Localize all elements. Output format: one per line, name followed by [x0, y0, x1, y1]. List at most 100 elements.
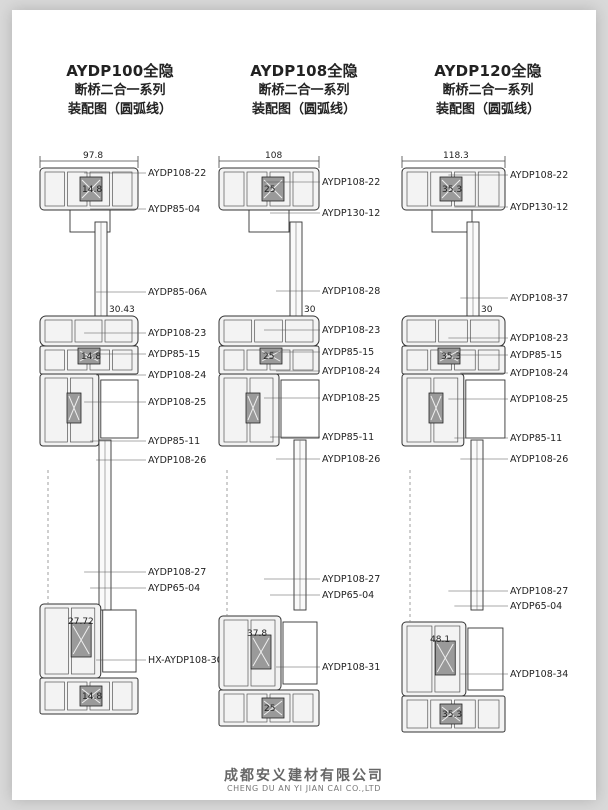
transom-profile	[39, 315, 139, 347]
part-label: AYDP108-24	[510, 368, 568, 379]
lower-glass-pane	[98, 439, 112, 611]
screen-thermal-break	[245, 392, 261, 424]
part-label: AYDP130-12	[510, 202, 568, 213]
head-thermal-break-strip	[441, 179, 461, 199]
transom-profile	[401, 315, 506, 347]
sill-frame-thermal-break-strip	[263, 700, 283, 716]
sill-frame-profile-chamber	[112, 681, 133, 711]
transom-profile-chamber	[469, 319, 500, 343]
sill-sash-profile	[218, 615, 282, 691]
head-thermal-break	[261, 176, 285, 202]
head-frame-profile-chamber	[112, 171, 133, 207]
sill-frame-thermal-break-strip	[441, 706, 461, 722]
sash-top-profile-chamber	[112, 349, 133, 371]
lower-glass-pane	[293, 439, 307, 611]
dimension-sash-break: 25	[263, 352, 274, 362]
drawing-sheet	[12, 10, 596, 800]
sill-sash-profile-outline	[401, 621, 467, 697]
part-label: AYDP108-34	[510, 669, 568, 680]
sash-top-profile-chamber	[292, 349, 314, 371]
part-label: AYDP108-27	[148, 567, 206, 578]
drawing-title: 装配图（圆弧线）	[67, 102, 172, 117]
part-label: AYDP108-27	[322, 574, 380, 585]
dimension-transom-offset: 30.43	[109, 305, 135, 315]
dimension-sash-break: 35.3	[441, 352, 461, 362]
transom-profile-outline	[218, 315, 320, 347]
head-thermal-break	[439, 176, 463, 202]
part-label: AYDP85-15	[148, 349, 200, 360]
dimension-overall-width: 108	[265, 151, 282, 161]
sill-thermal-break-strip	[252, 637, 270, 667]
part-label: AYDP108-26	[322, 454, 380, 465]
dimension-break-width: 25	[264, 185, 275, 195]
transom-profile-outline	[39, 315, 139, 347]
drawing-title: 装配图（圆弧线）	[251, 102, 356, 117]
sill-frame-profile-chamber	[223, 693, 245, 723]
sash-top-profile-chamber	[223, 349, 245, 371]
sill-outer-profile	[467, 627, 504, 691]
part-label: AYDP108-24	[148, 370, 206, 381]
screen-thermal-break	[428, 392, 444, 424]
column-title-2: AYDP108全隐 断桥二合一系列 装配图（圆弧线）	[214, 62, 394, 119]
screen-thermal-break-strip	[68, 395, 80, 421]
sill-thermal-break	[70, 622, 92, 658]
drawing-title: 装配图（圆弧线）	[435, 102, 540, 117]
sill-sash-profile	[401, 621, 467, 697]
part-label: AYDP85-15	[322, 347, 374, 358]
sill-sash-profile-chamber	[44, 607, 69, 675]
column-title-1: AYDP100全隐 断桥二合一系列 装配图（圆弧线）	[30, 62, 210, 119]
part-label: AYDP108-28	[322, 286, 380, 297]
upper-glass-pane	[94, 221, 108, 323]
head-frame-profile-chamber	[292, 171, 314, 207]
sill-frame-thermal-break	[439, 703, 463, 725]
part-label: AYDP85-11	[510, 433, 562, 444]
part-label: AYDP108-22	[322, 177, 380, 188]
model-title: AYDP108全隐	[250, 62, 358, 80]
part-label: AYDP85-11	[322, 432, 374, 443]
head-frame-profile-chamber	[44, 171, 65, 207]
dimension-break-width: 35.3	[442, 185, 462, 195]
upper-glass-pane	[289, 221, 303, 323]
sill-frame-profile-chamber	[406, 699, 429, 729]
part-label: AYDP108-22	[148, 168, 206, 179]
series-title: 断桥二合一系列	[442, 83, 534, 98]
sill-outer-profile	[102, 609, 137, 673]
model-title: AYDP100全隐	[66, 62, 174, 80]
sill-frame-thermal-break	[261, 697, 285, 719]
sill-thermal-break	[434, 640, 456, 676]
head-thermal-break	[79, 176, 103, 202]
transom-profile-chamber	[74, 319, 103, 343]
part-label: AYDP108-24	[322, 366, 380, 377]
part-label: AYDP108-23	[148, 328, 206, 339]
sill-sash-profile-outline	[218, 615, 282, 691]
company-name-en: CHENG DU AN YI JIAN CAI CO.,LTD	[226, 784, 382, 793]
sill-frame-profile-chamber	[292, 693, 314, 723]
transom-profile-chamber	[44, 319, 73, 343]
head-glazing-bead	[431, 209, 473, 233]
part-label: AYDP108-23	[510, 333, 568, 344]
dimension-overall-width: 118.3	[443, 151, 469, 161]
transom-profile-outline	[401, 315, 506, 347]
series-title: 断桥二合一系列	[74, 83, 166, 98]
part-label: AYDP108-26	[510, 454, 568, 465]
dimension-sill-break: 35.3	[442, 710, 462, 720]
part-label: AYDP108-23	[322, 325, 380, 336]
sill-sash-profile-outline	[39, 603, 102, 679]
sill-frame-thermal-break-strip	[81, 688, 101, 704]
head-glazing-bead	[69, 209, 111, 233]
part-label: AYDP108-25	[510, 394, 568, 405]
dimension-sill-offset: 48.1	[430, 635, 450, 645]
dimension-break-width: 14.8	[82, 185, 102, 195]
part-label: AYDP108-22	[510, 170, 568, 181]
screen-thermal-break-strip	[430, 395, 442, 421]
head-thermal-break-strip	[263, 179, 283, 199]
part-label: HX-AYDP108-30	[148, 655, 223, 666]
dimension-sill-break: 14.8	[82, 692, 102, 702]
transom-profile-chamber	[438, 319, 468, 343]
part-label: AYDP65-04	[148, 583, 200, 594]
sill-thermal-break-strip	[436, 643, 454, 673]
part-label: AYDP108-37	[510, 293, 568, 304]
sill-sash-profile	[39, 603, 102, 679]
head-frame-profile-chamber	[223, 171, 245, 207]
